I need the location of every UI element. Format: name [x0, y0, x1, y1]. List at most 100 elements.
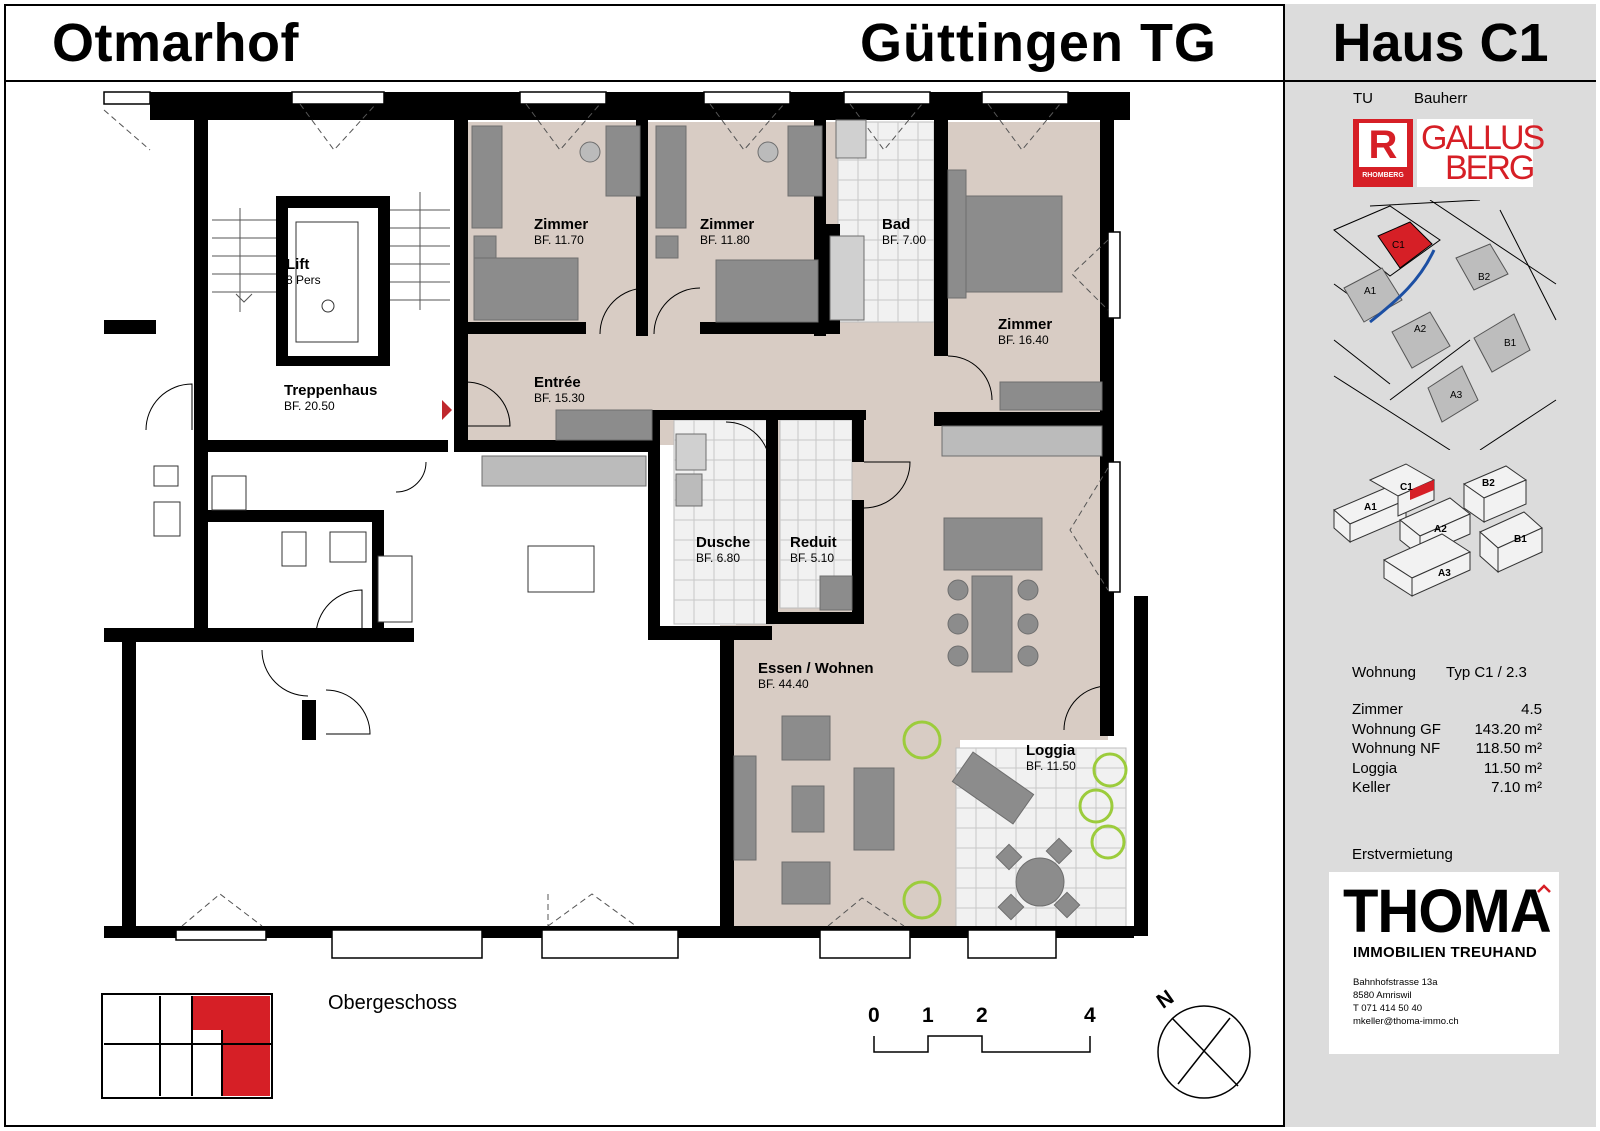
- typ-label: Typ C1 / 2.3: [1446, 664, 1527, 681]
- room-area: BF. 11.80: [700, 233, 750, 247]
- house-roof-icon: [1537, 884, 1551, 893]
- fact-label: Zimmer: [1352, 701, 1403, 718]
- phone: T 071 414 50 40: [1353, 1003, 1423, 1014]
- massing-model: C1 B2 A1 A2 B1 A3: [1333, 463, 1543, 597]
- tu-label: TU: [1353, 90, 1373, 107]
- rhomberg-letter: R: [1359, 123, 1407, 167]
- thoma-card: THOMA IMMOBILIEN TREUHAND Bahnhofstrasse…: [1329, 872, 1559, 1054]
- tile-grid: [674, 122, 1126, 934]
- door-swings: [145, 287, 1109, 735]
- key-plan: [101, 993, 273, 1099]
- room-area: BF. 7.00: [882, 233, 927, 247]
- scale-tick: 0: [868, 1004, 880, 1027]
- scale-tick: 4: [1084, 1004, 1096, 1027]
- room-name: Zimmer: [700, 216, 755, 233]
- rhomberg-text: RHOMBERG: [1362, 172, 1404, 179]
- staircase: [212, 192, 450, 312]
- logos: R RHOMBERG GALLUS BERG: [1353, 119, 1545, 187]
- apartment-facts: Zimmer 4.5 Wohnung GF 143.20 m² Wohnung NF…: [1352, 700, 1542, 798]
- scale-bar: [873, 1035, 1091, 1053]
- scale-tick: 2: [976, 1004, 988, 1027]
- fact-label: Loggia: [1352, 759, 1398, 777]
- room-label-treppenhaus: Treppenhaus BF. 20.50: [284, 382, 377, 413]
- room-label-dusche: Dusche BF. 6.80: [696, 534, 750, 565]
- site-label: A1: [1364, 286, 1377, 297]
- header: Otmarhof Güttingen TG: [4, 4, 1283, 82]
- fact-label: Wohnung NF: [1352, 740, 1441, 757]
- gallusberg-logo: GALLUS BERG: [1417, 119, 1545, 187]
- iso-label: A3: [1438, 568, 1451, 579]
- erstvermietung-label: Erstvermietung: [1352, 846, 1453, 863]
- fact-value: 143.20 m²: [1474, 720, 1542, 738]
- room-name: Zimmer: [534, 216, 589, 233]
- fact-row: Wohnung NF 118.50 m²: [1352, 739, 1542, 759]
- room-area: BF. 20.50: [284, 399, 335, 413]
- room-name: Zimmer: [998, 316, 1053, 333]
- room-name: Lift: [286, 256, 310, 273]
- iso-label: B1: [1514, 534, 1527, 545]
- room-label-bad: Bad BF. 7.00: [882, 216, 926, 247]
- room-name: Entrée: [534, 374, 581, 391]
- iso-label: B2: [1482, 478, 1495, 489]
- project-title: Otmarhof: [52, 13, 299, 73]
- email: mkeller@thoma-immo.ch: [1353, 1016, 1459, 1027]
- room-name: Essen / Wohnen: [758, 660, 874, 677]
- thoma-logo: THOMA: [1343, 877, 1552, 946]
- room-area: BF. 44.40: [758, 677, 809, 691]
- entry-arrow: [442, 400, 452, 420]
- berg-text: BERG: [1445, 149, 1535, 187]
- room-area: BF. 15.30: [534, 391, 585, 405]
- fact-row: Loggia 11.50 m²: [1352, 759, 1542, 779]
- room-area: BF. 5.10: [790, 551, 835, 565]
- plants: [902, 720, 1128, 920]
- site-label: A2: [1414, 324, 1427, 335]
- room-name: Bad: [882, 216, 911, 233]
- room-label-loggia: Loggia BF. 11.50: [1026, 742, 1076, 773]
- fact-value: 11.50 m²: [1483, 759, 1542, 777]
- room-label-zimmer-3: Zimmer BF. 16.40: [998, 316, 1052, 347]
- floor-label: Obergeschoss: [328, 992, 457, 1014]
- site-label: C1: [1392, 240, 1405, 251]
- fact-value: 7.10 m²: [1491, 779, 1542, 796]
- address-line: 8580 Amriswil: [1353, 990, 1412, 1001]
- address-line: Bahnhofstrasse 13a: [1353, 977, 1438, 988]
- site-map: C1 A1 B2 A2 B1 A3: [1333, 200, 1557, 450]
- fact-value: 4.5: [1521, 701, 1542, 718]
- windows: [103, 91, 1121, 959]
- room-area: BF. 11.50: [1026, 759, 1076, 773]
- lift-interior: [295, 221, 359, 343]
- iso-label: A2: [1434, 524, 1447, 535]
- window-swings: [103, 103, 1109, 927]
- room-area: BF. 6.80: [696, 551, 741, 565]
- bauherr-label: Bauherr: [1414, 90, 1468, 107]
- fact-label: Wohnung GF: [1352, 720, 1441, 738]
- room-label-essen-wohnen: Essen / Wohnen BF. 44.40: [758, 660, 874, 691]
- house-title: Haus C1: [1285, 4, 1596, 82]
- room-label-reduit: Reduit BF. 5.10: [790, 534, 837, 565]
- fact-value: 118.50 m²: [1475, 740, 1542, 757]
- room-label-zimmer-2: Zimmer BF. 11.80: [700, 216, 754, 247]
- room-area: BF. 16.40: [998, 333, 1049, 347]
- room-area: BF. 11.70: [534, 233, 584, 247]
- site-label: B2: [1478, 272, 1491, 283]
- wohnung-label: Wohnung: [1352, 664, 1416, 681]
- floor-plan: [101, 91, 1251, 1099]
- room-name: Treppenhaus: [284, 382, 378, 399]
- iso-label: C1: [1400, 482, 1413, 493]
- room-area: 8 Pers: [286, 273, 321, 287]
- north-arrow: [1157, 1005, 1251, 1099]
- gallus-text: GALLUS: [1421, 119, 1545, 157]
- room-name: Loggia: [1026, 742, 1076, 759]
- site-label: B1: [1504, 338, 1517, 349]
- fact-label: Keller: [1352, 779, 1391, 796]
- thoma-subtitle: IMMOBILIEN TREUHAND: [1353, 944, 1538, 961]
- thoma-address: Bahnhofstrasse 13a 8580 Amriswil T 071 4…: [1353, 976, 1459, 1028]
- site-label: A3: [1450, 390, 1463, 401]
- iso-label: A1: [1364, 502, 1377, 513]
- location-title: Güttingen TG: [860, 13, 1217, 73]
- rhomberg-logo: R RHOMBERG: [1353, 119, 1413, 187]
- room-name: Dusche: [696, 534, 751, 551]
- room-label-zimmer-1: Zimmer BF. 11.70: [534, 216, 588, 247]
- room-label-lift: Lift 8 Pers: [286, 256, 321, 287]
- scale-tick: 1: [922, 1004, 934, 1027]
